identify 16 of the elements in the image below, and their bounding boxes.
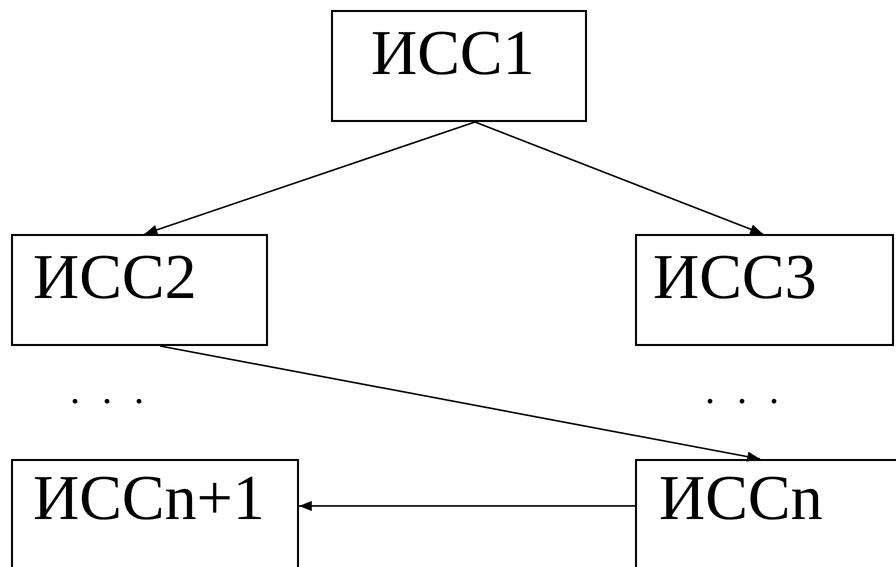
box-label: ИСС2: [33, 240, 197, 314]
process-box: [11, 234, 268, 346]
arrow: [299, 500, 635, 512]
ellipsis-label: . . .: [70, 368, 150, 412]
box-label: ИСС1: [371, 16, 535, 90]
process-box: [331, 10, 587, 122]
process-box: [635, 459, 896, 567]
arrow: [160, 345, 760, 462]
box-label: ИССn+1: [33, 461, 265, 535]
process-box: [635, 234, 894, 346]
process-box: [11, 459, 299, 567]
box-label: ИССn: [659, 461, 823, 535]
ellipsis-label: . . .: [705, 368, 785, 412]
arrow: [144, 121, 476, 235]
arrow: [474, 121, 764, 235]
box-label: ИСС3: [653, 240, 817, 314]
